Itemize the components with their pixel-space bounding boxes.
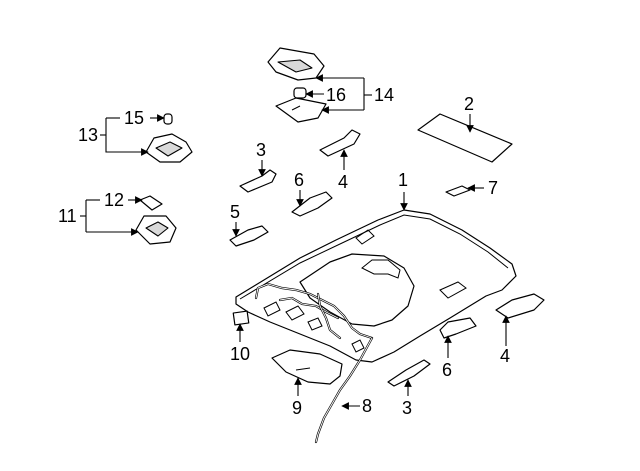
callout-5: 5 xyxy=(230,202,240,222)
callout-3-lower: 3 xyxy=(402,398,412,418)
bracket-lower-4 xyxy=(495,293,545,319)
callout-15: 15 xyxy=(124,108,144,128)
grab-handle-upper xyxy=(291,191,333,217)
callout-6-upper: 6 xyxy=(294,170,304,190)
callout-1: 1 xyxy=(398,170,408,190)
callout-11: 11 xyxy=(58,206,77,226)
callout-12: 12 xyxy=(104,190,124,210)
map-lamp-assembly xyxy=(267,47,325,81)
callout-8: 8 xyxy=(362,396,372,416)
sun-visor xyxy=(271,349,343,385)
bracket-lower-3 xyxy=(387,359,431,387)
wire-harness-part-8 xyxy=(314,336,374,444)
callout-14: 14 xyxy=(374,85,394,105)
callout-16: 16 xyxy=(326,85,346,105)
headliner-panel xyxy=(235,209,517,363)
bulb-part-16 xyxy=(293,87,307,99)
callout-7: 7 xyxy=(488,178,498,198)
callout-labels: 1 2 3 4 6 5 7 4 6 3 9 8 10 14 16 13 15 1… xyxy=(58,85,510,418)
clip-part-7 xyxy=(445,185,471,197)
callout-10: 10 xyxy=(230,344,250,364)
clip-part-10 xyxy=(232,310,250,326)
callout-4-upper: 4 xyxy=(338,172,348,192)
pad-part xyxy=(417,113,513,163)
wiring-harness xyxy=(254,282,374,340)
lamp-lens xyxy=(275,97,327,123)
callout-3-upper: 3 xyxy=(256,140,266,160)
bracket-upper-3 xyxy=(239,169,277,193)
callout-9: 9 xyxy=(292,398,302,418)
callout-4-lower: 4 xyxy=(500,346,510,366)
bracket-upper-4 xyxy=(319,129,361,157)
courtesy-lamp-assembly xyxy=(135,195,177,245)
dome-lamp-assembly xyxy=(145,113,193,163)
leader-lines xyxy=(80,74,510,410)
callout-6-lower: 6 xyxy=(442,360,452,380)
handle-part-5 xyxy=(229,225,269,247)
callout-13: 13 xyxy=(78,125,98,145)
grab-handle-lower xyxy=(439,317,477,339)
callout-2: 2 xyxy=(464,94,474,114)
